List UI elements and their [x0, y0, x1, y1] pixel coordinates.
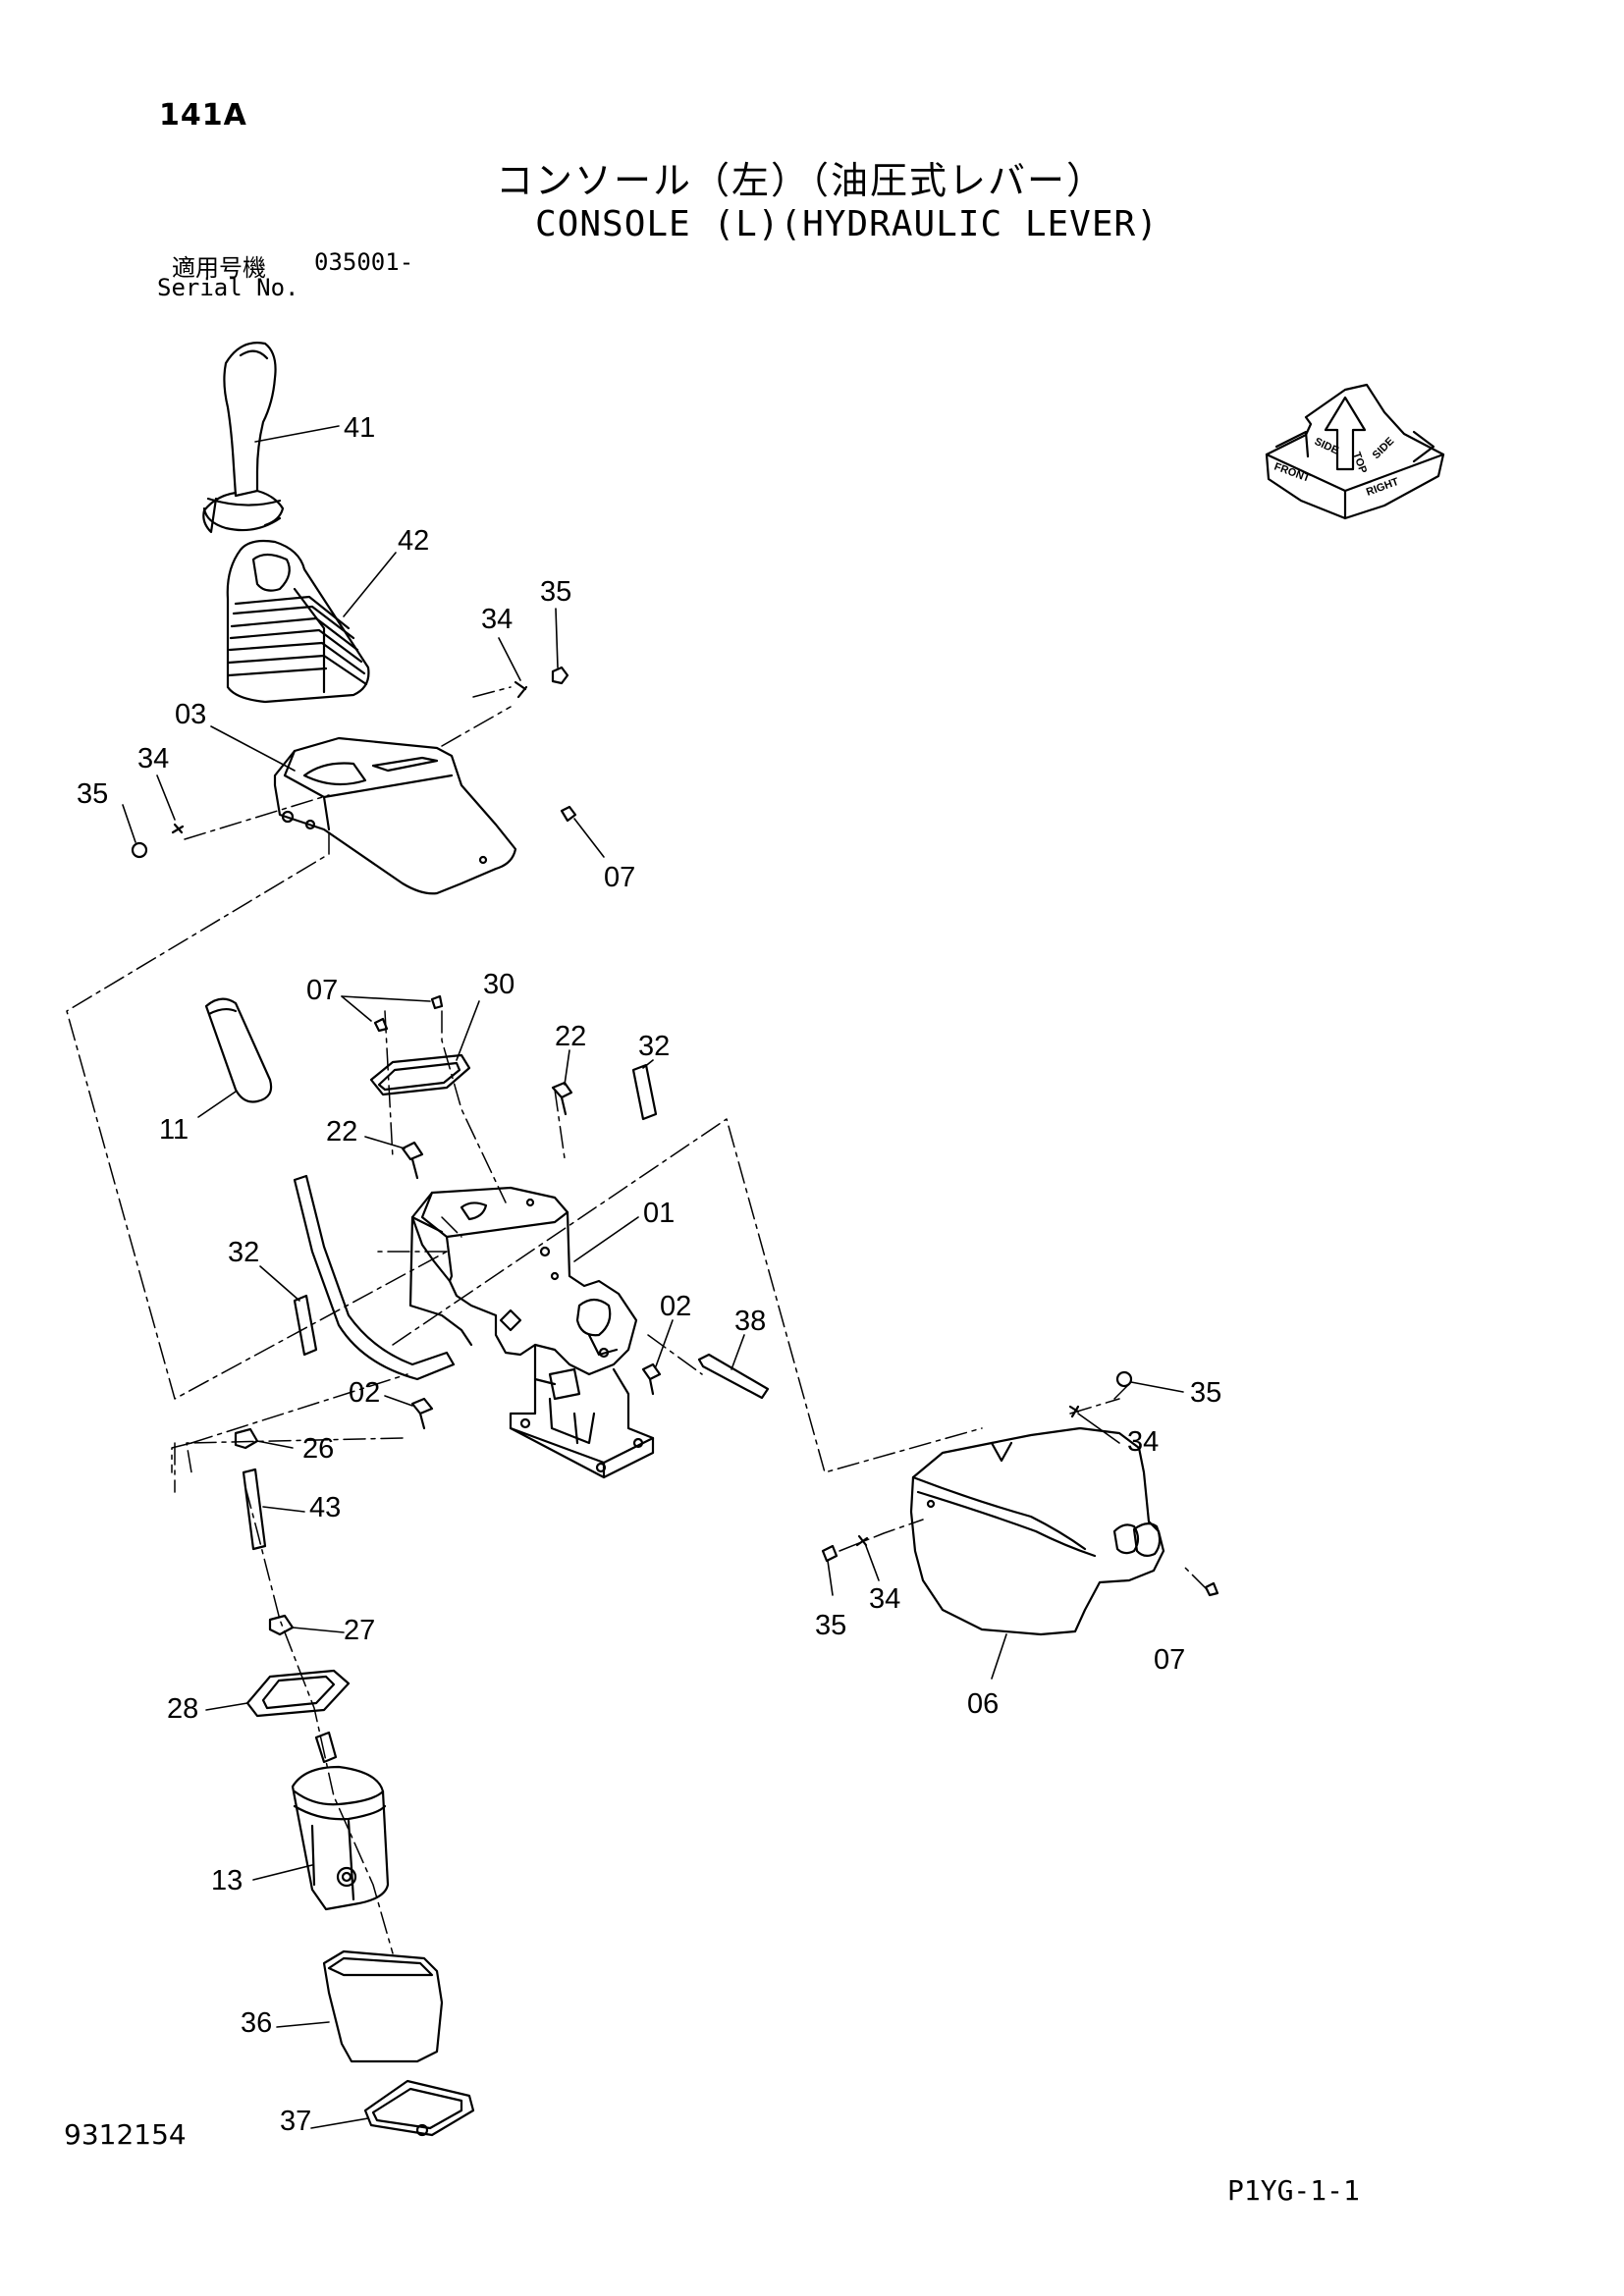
callout-13: 13	[211, 1865, 243, 1896]
callout-labels: 41 42 34 35 03 34 35 07 07 30 22 32 11 2…	[77, 412, 1221, 2137]
callout-34-upper: 34	[481, 604, 513, 635]
callout-01: 01	[643, 1198, 675, 1229]
diagram-code: 141A	[159, 98, 247, 133]
callout-41: 41	[344, 412, 375, 444]
callout-22-left: 22	[326, 1116, 357, 1148]
bolt-34-right-upper	[1068, 1405, 1080, 1418]
callout-22-right: 22	[555, 1021, 586, 1052]
handle-rod-part	[293, 1174, 456, 1381]
nut-35-upper	[551, 666, 569, 685]
orientation-cube-icon: TOP FRONT RIGHT SIDE SIDE	[1265, 383, 1445, 520]
console-cover-part	[273, 736, 517, 895]
callout-07-middle: 07	[306, 975, 338, 1006]
orientation-right-label: RIGHT	[1365, 476, 1401, 499]
callout-35-right-lower: 35	[815, 1610, 846, 1641]
orientation-side2-label: SIDE	[1371, 435, 1397, 461]
serial-label-english: Serial No.	[157, 274, 299, 301]
callout-28: 28	[167, 1693, 198, 1725]
callout-02-right: 02	[660, 1291, 691, 1322]
callout-03: 03	[175, 699, 206, 730]
callout-07-right: 07	[1154, 1644, 1185, 1676]
nut-35-right-lower	[821, 1544, 839, 1563]
nut-27-part	[268, 1614, 295, 1636]
callout-34-right-upper: 34	[1127, 1426, 1159, 1458]
callout-34-right-lower: 34	[869, 1583, 900, 1615]
callout-30: 30	[483, 969, 514, 1000]
callout-43: 43	[309, 1492, 341, 1523]
bolt-34-upper	[514, 680, 528, 699]
callout-35-upper: 35	[540, 576, 571, 608]
callout-42: 42	[398, 525, 429, 557]
nut-26-part	[234, 1427, 259, 1450]
bolt-34-right-lower	[855, 1534, 869, 1547]
rod-43-part	[242, 1468, 267, 1551]
bolt-22-left	[401, 1141, 424, 1180]
title-japanese: コンソール（左）（油圧式レバー）	[496, 159, 1107, 202]
page-reference: P1YG-1-1	[1227, 2174, 1360, 2207]
pilot-valve-part	[291, 1731, 390, 1911]
callout-32-right: 32	[638, 1031, 670, 1062]
bolt-02-left	[410, 1397, 434, 1430]
bolt-22-right	[551, 1081, 573, 1116]
gasket-28-part	[245, 1669, 351, 1718]
serial-label-japanese: 適用号機	[172, 254, 266, 282]
cover-36-part	[322, 1949, 444, 2063]
callout-leader-lines	[122, 425, 1184, 2129]
screw-07-a	[373, 1017, 389, 1033]
nut-35-right-upper	[1115, 1370, 1133, 1388]
nut-35-left	[131, 841, 148, 859]
screw-07-b	[430, 994, 444, 1010]
screw-07-upper	[560, 805, 577, 823]
callout-37: 37	[280, 2106, 311, 2137]
cover-plate-part	[369, 1053, 471, 1096]
side-cover-part	[909, 1426, 1165, 1636]
callout-36: 36	[241, 2007, 272, 2039]
pin-32-right	[631, 1063, 658, 1121]
lever-grip-part	[202, 342, 285, 534]
callout-34-left: 34	[137, 743, 169, 774]
screw-07-right	[1204, 1581, 1219, 1597]
bracket-base-part	[509, 1367, 655, 1479]
pin-38-part	[697, 1353, 770, 1400]
callout-02-left: 02	[349, 1377, 380, 1409]
document-number: 9312154	[64, 2118, 187, 2151]
callout-32-left: 32	[228, 1237, 259, 1268]
serial-number-value: 035001-	[314, 248, 414, 276]
rubber-boot-part	[226, 539, 370, 704]
callout-27: 27	[344, 1615, 375, 1646]
lever-bracket-part	[408, 1186, 638, 1401]
handle-grip-part	[204, 997, 273, 1103]
band-37-part	[363, 2079, 475, 2137]
callout-07-upper: 07	[604, 862, 635, 893]
callout-26: 26	[302, 1433, 334, 1465]
callout-35-left: 35	[77, 778, 108, 810]
pin-32-left	[293, 1294, 318, 1357]
bolt-34-left	[171, 823, 185, 834]
callout-06: 06	[967, 1688, 999, 1720]
assembly-phantom-lines	[66, 686, 1209, 1954]
callout-38: 38	[734, 1306, 766, 1337]
orientation-side1-label: SIDE	[1313, 436, 1340, 457]
callout-11: 11	[159, 1114, 189, 1146]
callout-35-right-upper: 35	[1190, 1377, 1221, 1409]
title-english: CONSOLE (L)(HYDRAULIC LEVER)	[535, 204, 1159, 244]
orientation-front-label: FRONT	[1272, 461, 1312, 485]
bolt-02-right	[641, 1362, 662, 1396]
